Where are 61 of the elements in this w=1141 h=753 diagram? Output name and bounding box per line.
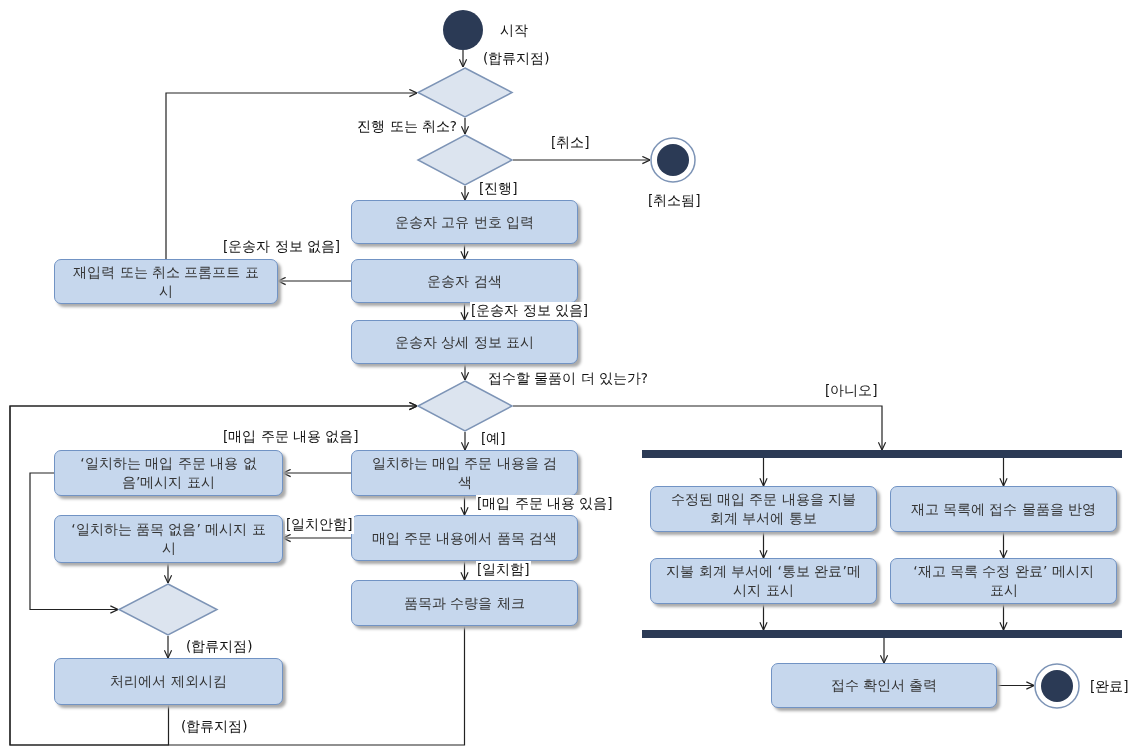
edge-label: [진행] bbox=[478, 180, 519, 198]
node-caption: [완료] bbox=[1090, 678, 1129, 696]
arrow bbox=[512, 155, 651, 165]
arrow bbox=[282, 533, 352, 543]
edge-label: [운송자 정보 있음] bbox=[470, 302, 590, 320]
arrow bbox=[512, 405, 887, 451]
edge-label: [매입 주문 내용 없음] bbox=[222, 428, 360, 446]
arrow bbox=[165, 88, 418, 260]
join-bar bbox=[642, 630, 1122, 638]
arrow bbox=[759, 457, 768, 487]
action-box: 운송자 상세 정보 표시 bbox=[351, 320, 578, 364]
action-box: ‘일치하는 매입 주문 내용 없음’메시지 표시 bbox=[54, 450, 283, 496]
arrow bbox=[460, 495, 469, 516]
arrow bbox=[999, 457, 1008, 487]
edge-label: [예] bbox=[480, 430, 507, 448]
edge-label: [일치안함] bbox=[285, 516, 354, 534]
arrow bbox=[460, 363, 470, 381]
arrow bbox=[759, 603, 768, 631]
arrow bbox=[460, 243, 469, 260]
arrow bbox=[460, 117, 470, 135]
arrow bbox=[163, 635, 173, 659]
action-box: 접수 확인서 출력 bbox=[771, 663, 997, 708]
arrow bbox=[282, 468, 352, 478]
action-box: 품목과 수량을 체크 bbox=[351, 580, 578, 626]
action-box: 수정된 매입 주문 내용을 지불회계 부서에 통보 bbox=[650, 486, 877, 532]
arrow bbox=[29, 472, 119, 614]
question-text: 접수할 물품이 더 있는가? bbox=[488, 370, 649, 388]
action-box: 운송자 고유 번호 입력 bbox=[351, 200, 578, 244]
node-caption: (합류지점) bbox=[483, 50, 550, 68]
edge-label: [운송자 정보 없음] bbox=[222, 238, 342, 256]
action-box: ‘일치하는 품목 없음’ 메시지 표시 bbox=[54, 515, 283, 563]
action-box: 재고 목록에 접수 물품을 반영 bbox=[890, 486, 1117, 532]
arrow bbox=[460, 431, 470, 451]
merge-note: (합류지점) bbox=[180, 718, 249, 736]
fork-bar bbox=[642, 450, 1122, 458]
node-caption: (합류지점) bbox=[186, 638, 253, 656]
node-caption: [취소됨] bbox=[648, 192, 701, 210]
edge-label: [취소] bbox=[550, 134, 591, 152]
action-box: ‘재고 목록 수정 완료’ 메시지 표시 bbox=[890, 558, 1117, 604]
action-box: 재입력 또는 취소 프롬프트 표시 bbox=[54, 259, 278, 304]
action-box: 운송자 검색 bbox=[351, 259, 578, 303]
action-box: 일치하는 매입 주문 내용을 검색 bbox=[351, 450, 578, 496]
question-text: 진행 또는 취소? bbox=[357, 118, 457, 136]
arrow bbox=[460, 185, 470, 201]
arrow bbox=[458, 49, 468, 68]
edge-label: [매입 주문 내용 있음] bbox=[476, 495, 614, 513]
action-box: 처리에서 제외시킴 bbox=[54, 658, 283, 705]
arrow bbox=[759, 531, 768, 559]
edge-label: [아니오] bbox=[824, 382, 879, 400]
arrow bbox=[277, 276, 352, 286]
arrow bbox=[999, 531, 1008, 559]
action-box: 지불 회계 부서에 ‘통보 완료’메시지 표시 bbox=[650, 558, 877, 604]
action-box: 매입 주문 내용에서 품목 검색 bbox=[351, 515, 578, 561]
node-caption: 시작 bbox=[500, 22, 528, 40]
arrow bbox=[879, 637, 889, 664]
arrow bbox=[999, 603, 1008, 631]
arrow bbox=[460, 560, 469, 581]
arrow bbox=[460, 302, 469, 321]
edge-label: [일치함] bbox=[476, 561, 531, 579]
arrow bbox=[996, 681, 1035, 690]
arrow bbox=[163, 562, 173, 584]
